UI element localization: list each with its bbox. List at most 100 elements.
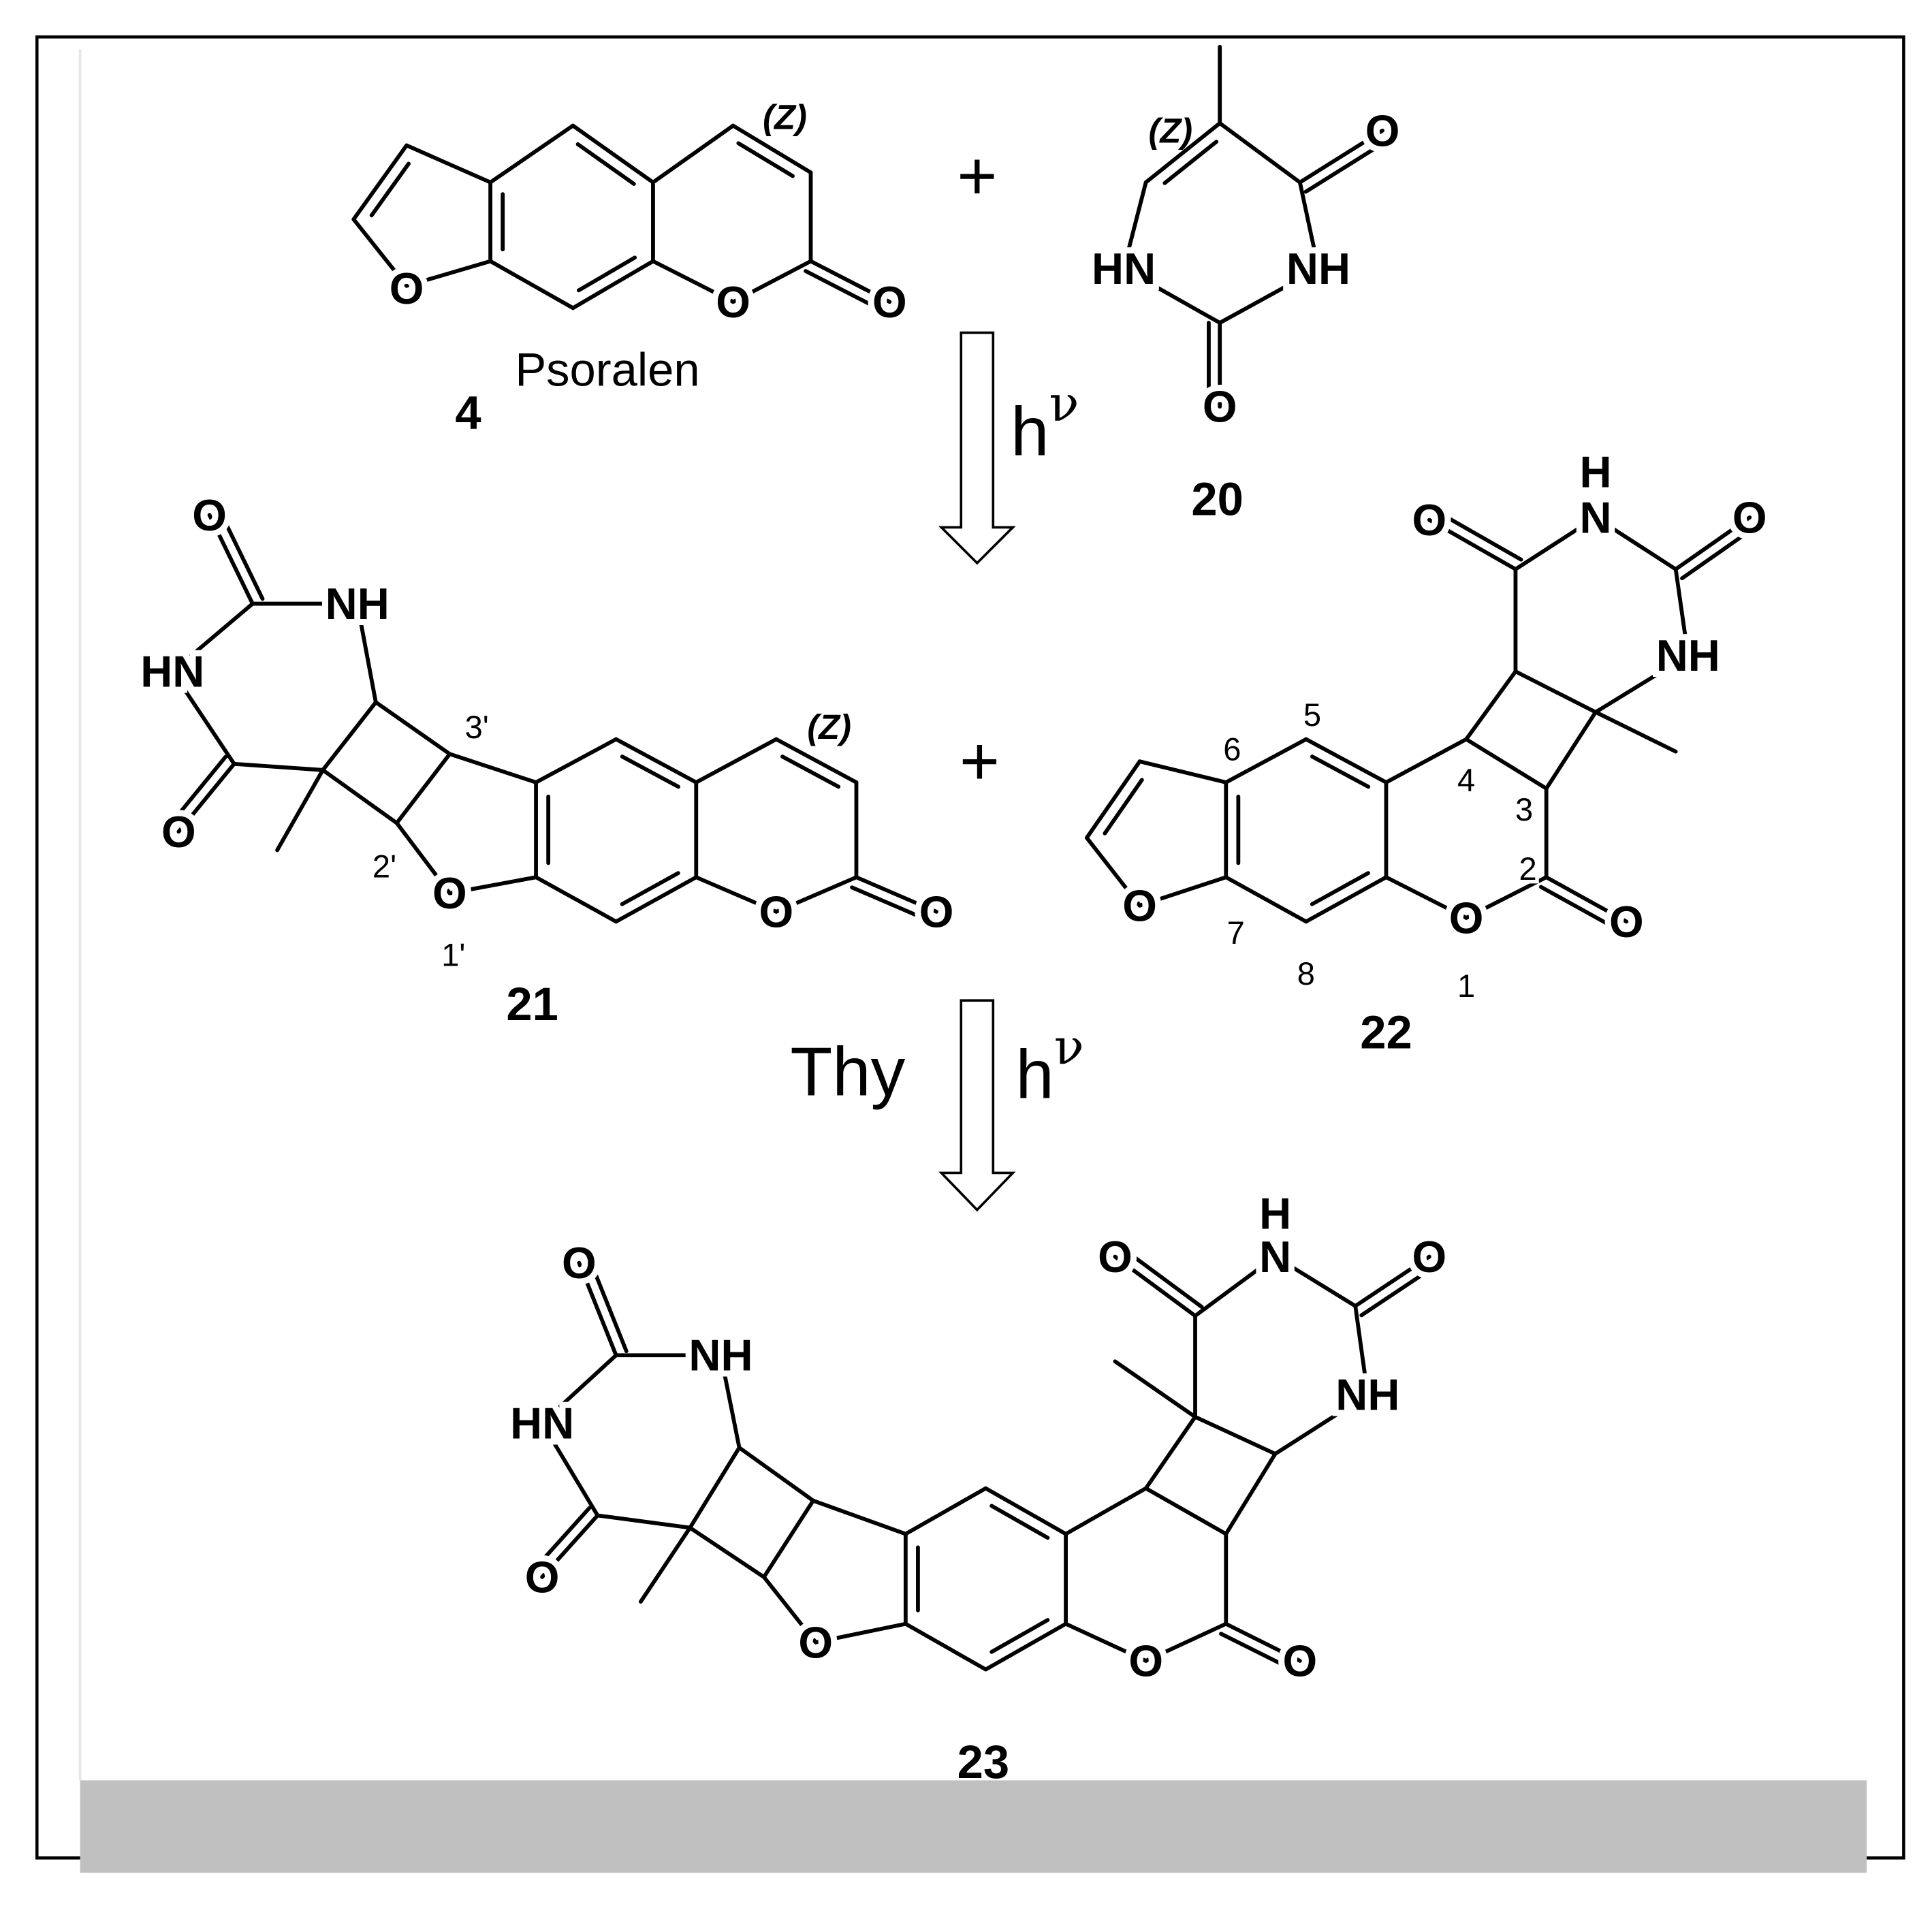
bond — [1064, 1486, 1148, 1536]
bond — [850, 885, 934, 924]
bond — [1193, 1254, 1278, 1318]
bond — [774, 737, 859, 784]
bond — [1673, 515, 1752, 571]
bond — [638, 1525, 693, 1604]
atom-o: O — [1365, 106, 1400, 155]
bond — [1224, 1452, 1278, 1536]
position-label: 1' — [441, 937, 465, 973]
atom-hn: HN — [510, 1398, 574, 1448]
bond — [532, 1506, 592, 1572]
bond — [1384, 737, 1468, 784]
hv-label-1: hν — [1011, 375, 1079, 469]
compound-21-label: 21 — [506, 978, 558, 1030]
bond — [321, 700, 378, 772]
bond — [447, 875, 538, 895]
plus-sign-2: + — [960, 723, 1000, 800]
bond — [1513, 515, 1598, 571]
bond — [688, 1446, 742, 1530]
atom-nh: NH — [326, 579, 390, 629]
bond — [1359, 1264, 1438, 1318]
bond — [983, 1621, 1068, 1672]
bond — [1513, 669, 1598, 714]
atom-o: O — [161, 807, 196, 857]
bond — [405, 259, 493, 288]
bond — [217, 508, 265, 601]
bond — [1137, 875, 1229, 908]
bond — [1122, 266, 1222, 325]
atom-o: O — [562, 1238, 597, 1288]
bond — [651, 259, 735, 304]
bond — [1103, 778, 1144, 836]
compound-20-label: 20 — [1191, 473, 1243, 525]
bond — [1120, 1245, 1204, 1309]
bond — [1113, 1359, 1197, 1419]
bond — [488, 123, 575, 185]
bond — [275, 767, 325, 853]
position-label: 3' — [465, 709, 489, 745]
atom-o: O — [1203, 382, 1237, 432]
atom-hn: HN — [1092, 244, 1156, 293]
bond — [1303, 737, 1389, 784]
compound-22-label: 22 — [1360, 1006, 1412, 1059]
bond — [1310, 871, 1370, 906]
position-label: 2' — [373, 848, 396, 884]
atom-o: O — [1412, 1232, 1446, 1282]
bond — [1544, 710, 1598, 791]
position-label: 8 — [1297, 955, 1315, 991]
atom-o: O — [1282, 1636, 1317, 1685]
atom-o: O — [1128, 1636, 1163, 1685]
bond — [1303, 138, 1391, 194]
bond — [694, 875, 778, 914]
bond — [761, 1498, 816, 1579]
bond — [540, 1420, 600, 1518]
bond — [1218, 121, 1302, 185]
bond — [989, 1504, 1050, 1540]
bond — [731, 123, 813, 175]
atom-o: O — [525, 1552, 560, 1602]
bond — [780, 755, 841, 789]
bond — [1594, 515, 1678, 571]
bond — [373, 700, 452, 757]
position-label: 3 — [1515, 791, 1533, 827]
bond — [1464, 669, 1518, 742]
frame — [35, 35, 1905, 1860]
bond — [394, 752, 452, 825]
bond — [903, 1621, 988, 1672]
bond — [1353, 1303, 1370, 1397]
compound-4-label: 4 — [455, 387, 481, 439]
bond — [170, 669, 236, 766]
atom-h: H — [1580, 447, 1612, 496]
plus-sign-1: + — [957, 138, 997, 215]
bond — [355, 601, 378, 705]
atom-o: O — [798, 1617, 833, 1667]
bond — [1084, 836, 1142, 908]
bond — [731, 259, 813, 304]
gray-bar — [80, 1780, 1867, 1873]
bond — [1273, 1393, 1370, 1456]
bond — [1464, 737, 1549, 791]
compound-23-label: 23 — [957, 1736, 1009, 1788]
bond — [1143, 1621, 1229, 1663]
bond — [1673, 567, 1690, 658]
bond — [808, 259, 892, 304]
atom-o: O — [1098, 1232, 1133, 1282]
compound-4-name: Psoralen — [515, 343, 699, 396]
bond — [620, 755, 680, 789]
bond — [1219, 1632, 1297, 1673]
bond — [168, 755, 228, 827]
bond — [989, 1618, 1050, 1654]
bond — [405, 143, 493, 185]
bond — [813, 1621, 908, 1645]
bond — [540, 1353, 618, 1425]
bond — [1303, 875, 1389, 924]
atom-n: N — [1259, 1232, 1291, 1282]
atom-nh: NH — [1656, 631, 1720, 680]
bond — [651, 123, 735, 185]
bond — [1297, 128, 1384, 185]
bond — [1594, 710, 1678, 754]
bond — [1224, 1621, 1302, 1663]
bond — [321, 767, 399, 825]
reaction-arrow-1 — [938, 331, 1016, 565]
bond — [903, 1486, 988, 1536]
